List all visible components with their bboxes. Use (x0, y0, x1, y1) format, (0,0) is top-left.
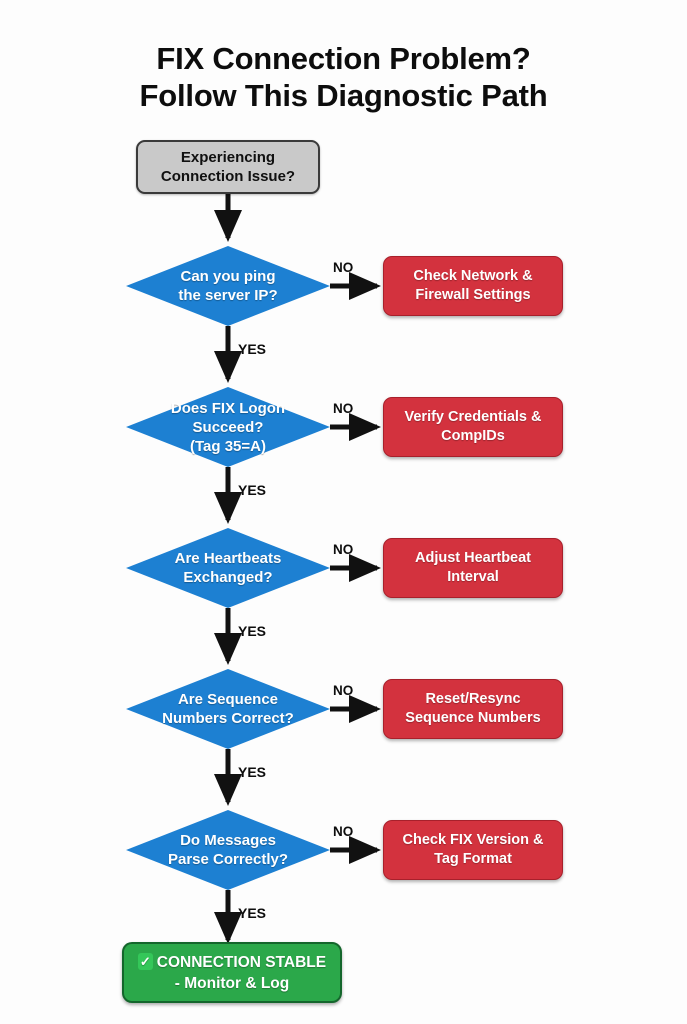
node-action-reset-sequence-line1: Reset/Resync (425, 691, 521, 707)
node-decision-ping-label: Can you ping the server IP? (162, 267, 293, 305)
page-title-line1: FIX Connection Problem? (156, 41, 531, 76)
page-title-line2: Follow This Diagnostic Path (139, 78, 548, 113)
node-decision-logon-line3: (Tag 35=A) (189, 437, 266, 455)
edge-label-heartbeats-yes: YES (238, 623, 267, 639)
node-decision-ping-line2: the server IP? (178, 287, 278, 304)
node-decision-parse-line2: Parse Correctly? (167, 851, 289, 868)
node-end-label: CONNECTION STABLE (156, 953, 327, 971)
node-action-reset-sequence-line2: Sequence Numbers (405, 710, 541, 726)
edge-label-logon-yes: YES (238, 482, 267, 498)
edge-label-sequence-yes: YES (238, 764, 267, 780)
node-decision-sequence-line2: Numbers Correct? (162, 710, 294, 727)
node-end-connection-stable[interactable]: ✓CONNECTION STABLE - Monitor & Log (122, 942, 342, 1003)
node-action-adjust-heartbeat[interactable]: Adjust Heartbeat Interval (383, 538, 563, 598)
node-end-line2: - Monitor & Log (174, 974, 290, 992)
node-decision-heartbeats-line2: Exchanged? (183, 569, 273, 586)
node-action-check-network[interactable]: Check Network & Firewall Settings (383, 256, 563, 316)
node-decision-ping[interactable]: Can you ping the server IP? (126, 246, 330, 326)
node-decision-logon[interactable]: Does FIX Logon Succeed? (Tag 35=A) (126, 387, 330, 467)
edge-label-ping-no: NO (333, 260, 354, 275)
node-end-line1: ✓CONNECTION STABLE (137, 952, 327, 973)
node-action-check-fix-version[interactable]: Check FIX Version & Tag Format (383, 820, 563, 880)
node-action-reset-sequence[interactable]: Reset/Resync Sequence Numbers (383, 679, 563, 739)
check-icon: ✓ (137, 952, 153, 970)
node-action-check-fix-version-line2: Tag Format (434, 851, 512, 867)
node-action-adjust-heartbeat-line1: Adjust Heartbeat (414, 550, 532, 566)
node-action-check-network-line2: Firewall Settings (415, 287, 531, 303)
page-title: FIX Connection Problem? Follow This Diag… (0, 40, 687, 114)
node-decision-ping-line1: Can you ping (180, 268, 276, 285)
node-decision-parse-line1: Do Messages (180, 832, 276, 849)
node-decision-heartbeats-label: Are Heartbeats Exchanged? (159, 549, 298, 587)
edge-label-ping-yes: YES (238, 341, 267, 357)
node-decision-logon-label: Does FIX Logon Succeed? (Tag 35=A) (155, 399, 301, 456)
node-action-verify-credentials-line2: CompIDs (441, 428, 505, 444)
node-decision-parse[interactable]: Do Messages Parse Correctly? (126, 810, 330, 890)
node-start-line1: Experiencing (180, 149, 276, 166)
node-start-line2: Connection Issue? (160, 168, 296, 185)
edge-label-parse-no: NO (333, 824, 354, 839)
node-action-check-network-line1: Check Network & (413, 268, 533, 284)
node-action-verify-credentials-line1: Verify Credentials & (404, 409, 542, 425)
node-action-check-fix-version-line1: Check FIX Version & (402, 832, 544, 848)
node-decision-heartbeats[interactable]: Are Heartbeats Exchanged? (126, 528, 330, 608)
node-decision-sequence[interactable]: Are Sequence Numbers Correct? (126, 669, 330, 749)
node-decision-logon-line1: Does FIX Logon (170, 399, 286, 417)
edge-label-heartbeats-no: NO (333, 542, 354, 557)
edge-label-logon-no: NO (333, 401, 354, 416)
edge-label-parse-yes: YES (238, 905, 267, 921)
node-decision-logon-line2: Succeed? (192, 418, 264, 436)
node-action-adjust-heartbeat-line2: Interval (447, 569, 499, 585)
node-decision-parse-label: Do Messages Parse Correctly? (152, 831, 304, 869)
node-start[interactable]: Experiencing Connection Issue? (136, 140, 320, 194)
node-decision-heartbeats-line1: Are Heartbeats (174, 550, 282, 567)
edge-label-sequence-no: NO (333, 683, 354, 698)
node-action-verify-credentials[interactable]: Verify Credentials & CompIDs (383, 397, 563, 457)
node-decision-sequence-label: Are Sequence Numbers Correct? (146, 690, 310, 728)
node-decision-sequence-line1: Are Sequence (177, 691, 279, 708)
